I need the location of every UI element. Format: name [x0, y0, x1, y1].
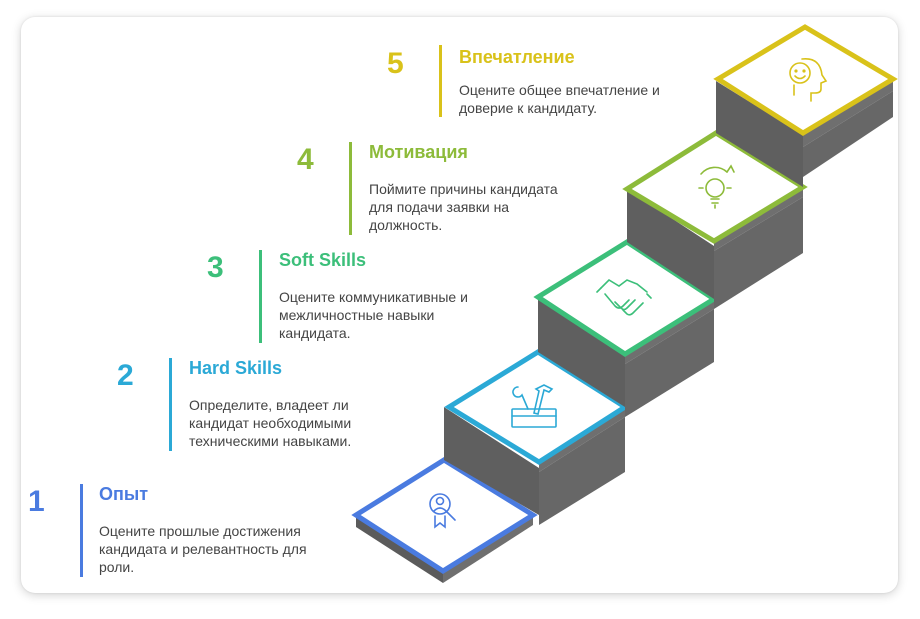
toolbox-icon: [511, 384, 557, 428]
staircase: [351, 24, 898, 583]
user-search-icon: [429, 493, 456, 529]
step-2-divider: [169, 358, 172, 451]
infographic-card: 1 Опыт Оцените прошлые достижения кандид…: [21, 17, 898, 593]
handshake-icon: [596, 278, 652, 316]
step-5-title: Впечатление: [459, 47, 575, 67]
step-3-description: Оцените коммуникативные и межличностные …: [279, 289, 468, 341]
step-2-title: Hard Skills: [189, 358, 283, 378]
step-1-number: 1: [28, 485, 45, 518]
stair-step-2: [444, 349, 630, 515]
step-5-divider: [439, 45, 442, 117]
step-4-number: 4: [297, 143, 314, 176]
step-5-description: Оцените общее впечатление и доверие к ка…: [459, 82, 660, 116]
stair-step-5-top: [713, 24, 898, 136]
step-1-divider: [80, 484, 83, 577]
step-4-description: Поймите причины кандидата для подачи зая…: [369, 181, 558, 233]
step-1-title: Опыт: [99, 484, 149, 504]
step-2-description: Определите, владеет ли кандидат необходи…: [189, 397, 352, 449]
step-3-divider: [259, 250, 262, 343]
step-5-number: 5: [387, 47, 404, 80]
step-3-title: Soft Skills: [279, 250, 367, 270]
step-4-title: Мотивация: [369, 142, 468, 162]
step-4-divider: [349, 142, 352, 235]
step-3-number: 3: [207, 251, 224, 284]
smiling-face-icon: [789, 58, 828, 102]
step-1-description: Оцените прошлые достижения кандидата и р…: [99, 523, 307, 575]
lightbulb-icon: [698, 164, 735, 209]
step-2-number: 2: [117, 359, 134, 392]
stair-step-5: [713, 24, 898, 187]
stair-step-4: [622, 130, 808, 299]
